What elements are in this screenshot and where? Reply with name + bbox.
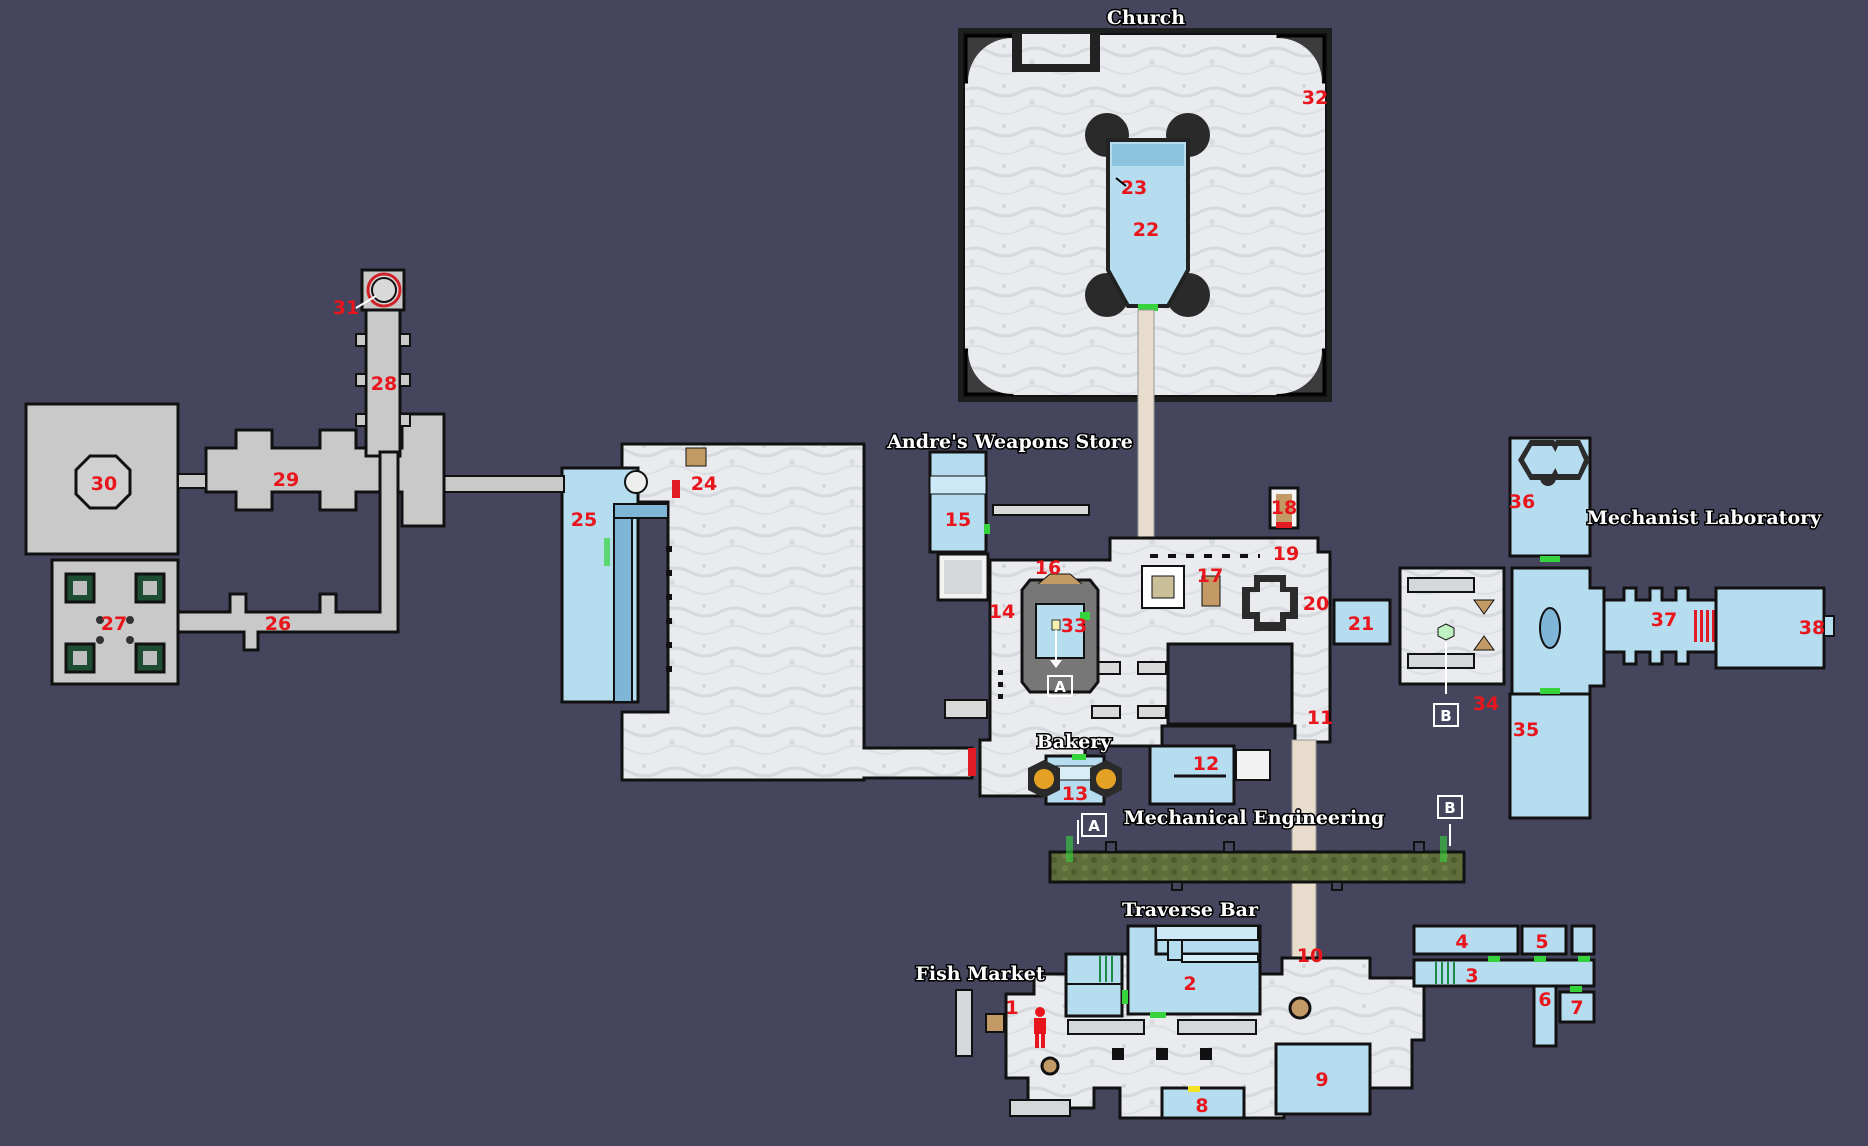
room-2-label: 2 — [1183, 973, 1196, 995]
traverse-bar: 2 Traverse Bar 10 — [1064, 898, 1323, 1018]
room-8: 8 — [1160, 1086, 1246, 1120]
marker-a-lower: A — [1088, 817, 1100, 835]
oven-icon — [1034, 769, 1054, 789]
room-12-label: 12 — [1193, 753, 1219, 775]
room-10-label: 10 — [1297, 945, 1323, 967]
room-38-label: 38 — [1799, 617, 1825, 639]
church: Church 22 23 32 — [958, 6, 1332, 402]
room-19-label: 19 — [1273, 543, 1299, 565]
church-path — [1137, 309, 1155, 539]
west-hall: 24 25 — [560, 442, 976, 782]
oven-icon — [1096, 769, 1116, 789]
room-27-label: 27 — [101, 613, 127, 635]
room-17-label: 17 — [1197, 565, 1223, 587]
room-33 — [1020, 573, 1100, 694]
room-9: 9 — [1274, 1042, 1372, 1116]
room-3-label: 3 — [1465, 965, 1478, 987]
room-21-label: 21 — [1348, 613, 1374, 635]
marker-b-upper: B — [1440, 707, 1451, 725]
weapons-store-label: Andre's Weapons Store — [886, 431, 1133, 453]
room-16-label: 16 — [1035, 557, 1061, 579]
room-30-label: 30 — [91, 473, 117, 495]
room-34-label: 34 — [1473, 693, 1499, 715]
room-31-label: 31 — [333, 297, 359, 319]
fish-market-label: Fish Market — [915, 963, 1044, 985]
room-24-label: 24 — [691, 473, 717, 495]
room-11-label: 11 — [1307, 707, 1333, 729]
room-18: 18 — [1268, 486, 1300, 530]
room-15-label: 15 — [945, 509, 971, 531]
mechanist-lab-label: Mechanist Laboratory — [1587, 507, 1822, 529]
room-6-label: 6 — [1538, 989, 1551, 1011]
church-label: Church — [1107, 7, 1185, 29]
east-wing: 21 B 34 36 35 37 38 Mechanist Laboratory — [1332, 436, 1835, 820]
bakery-label: Bakery — [1037, 731, 1113, 753]
room-4-label: 4 — [1455, 931, 1468, 953]
room-7-label: 7 — [1570, 997, 1583, 1019]
marker-a-upper: A — [1054, 678, 1066, 696]
bakery: Bakery 13 A — [1028, 730, 1122, 844]
player-icon — [1034, 1007, 1046, 1048]
room-23-label: 23 — [1121, 177, 1147, 199]
ladder-icon — [1066, 836, 1073, 862]
room-13-label: 13 — [1062, 783, 1088, 805]
room-25-label: 25 — [571, 509, 597, 531]
room-32-label: 32 — [1302, 87, 1328, 109]
altar — [1085, 113, 1210, 317]
weapons-store: 15 Andre's Weapons Store — [885, 430, 1134, 602]
room-28-label: 28 — [371, 373, 397, 395]
room-37-label: 37 — [1651, 609, 1677, 631]
room-29-label: 29 — [273, 469, 299, 491]
room-5-label: 5 — [1535, 931, 1548, 953]
central-town: A 16 33 14 17 19 20 11 — [944, 504, 1333, 798]
southeast-rooms: 4 5 3 6 7 — [1412, 924, 1596, 1048]
room-26-label: 26 — [265, 613, 291, 635]
room-9-label: 9 — [1315, 1069, 1328, 1091]
room-1-label: 1 — [1005, 997, 1018, 1019]
room-14-label: 14 — [989, 601, 1015, 623]
room-33-label: 33 — [1061, 615, 1087, 637]
room-36-label: 36 — [1509, 491, 1535, 513]
room-20-label: 20 — [1303, 593, 1329, 615]
traverse-bar-label: Traverse Bar — [1122, 899, 1259, 921]
ladder-icon — [1440, 836, 1447, 862]
far-west: 30 29 28 31 27 26 — [24, 268, 446, 686]
marker-b-lower: B — [1444, 799, 1455, 817]
room-12: 12 — [1148, 744, 1271, 806]
room-8-label: 8 — [1195, 1095, 1208, 1117]
room-35-label: 35 — [1513, 719, 1539, 741]
room-18-label: 18 — [1271, 497, 1297, 519]
mechanical-engineering: B Mechanical Engineering — [1048, 795, 1466, 891]
room-22-label: 22 — [1133, 219, 1159, 241]
mechanical-engineering-label: Mechanical Engineering — [1124, 807, 1385, 829]
